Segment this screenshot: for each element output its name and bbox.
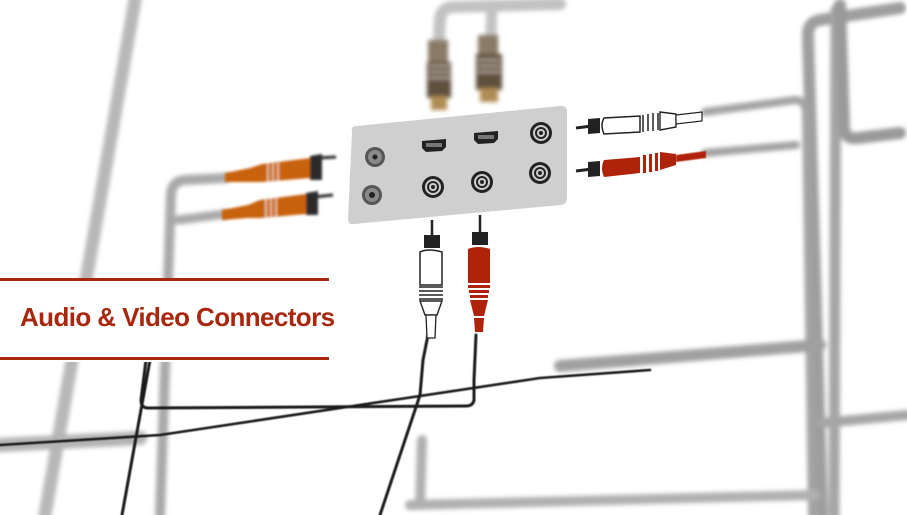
page-title: Audio & Video Connectors [20,302,335,332]
gray-cable-orange-branch [173,209,230,225]
black-cable-long-diagonal [0,368,652,447]
gray-cable-right-outer [802,2,906,515]
rca-plug-white-right [575,111,703,135]
hdmi-plugs [427,35,502,110]
gray-cable-lower-right [554,339,826,372]
rca-port-bottom-1 [422,176,444,198]
right-audio-plugs [575,111,706,177]
rca-port-gray-bottom [362,185,382,205]
gray-cable-audio-red [701,141,800,157]
gray-cable-bottom-vertical [415,435,427,510]
black-cable-left-vertical [120,358,152,515]
rca-port-gray-top [365,147,385,167]
rca-port-top-right [530,122,552,144]
gray-cable-bottom-right [405,490,820,510]
rca-plug-red-bottom [468,215,490,332]
gray-cable-left-diagonal [38,0,142,515]
gray-cable-right-hook [834,0,906,145]
orange-rca-plugs [222,154,337,220]
gray-cable-far-right-branch [817,410,907,428]
hdmi-port-left [422,139,446,152]
gray-cable-orange-loop [155,173,230,515]
banner-bottom-rule [0,357,329,360]
av-connector-panel [348,105,567,225]
rca-plug-white-bottom [419,220,443,339]
rca-plug-orange-bottom [222,191,334,220]
hdmi-port-right [474,131,498,144]
rca-port-bottom-2 [471,171,493,193]
title-banner: Audio & Video Connectors [0,278,335,362]
gray-cable-hdmi-loop [432,0,566,66]
rca-plug-red-right [575,151,706,177]
gray-cable-right-inner [828,4,842,515]
foreground-cables [0,333,652,515]
banner-top-rule [0,278,329,281]
black-cable-white-plug [378,333,430,515]
bottom-rca-plugs [419,215,490,339]
panel-plate [348,105,567,225]
hdmi-plug-left [427,40,451,110]
rca-port-bottom-3 [529,162,551,184]
rca-plug-orange-top [225,154,337,182]
gray-cable-audio-white [701,96,816,515]
hdmi-plug-right [476,35,502,102]
